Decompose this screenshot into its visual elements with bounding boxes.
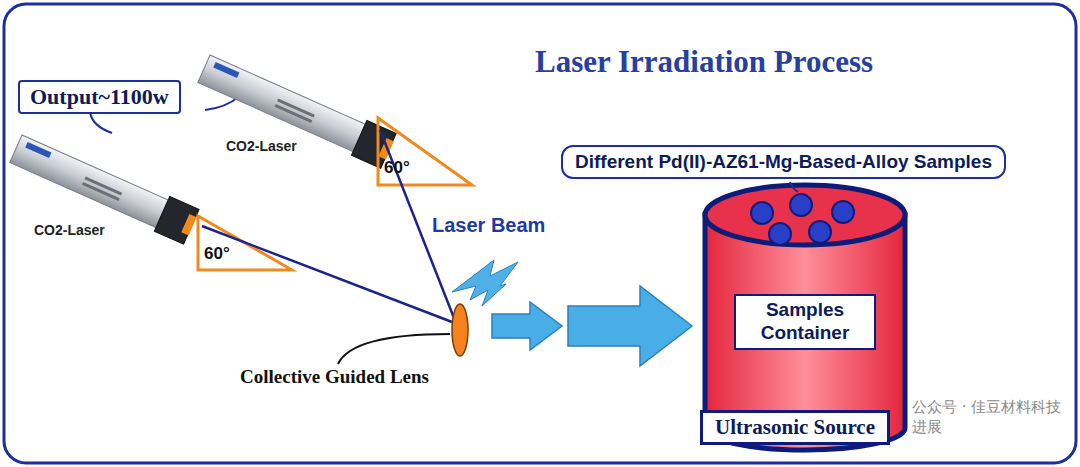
angle-label: 60° bbox=[384, 158, 410, 178]
container-label-box: Samples Container bbox=[734, 294, 876, 350]
samples-box: Different Pd(II)-AZ61-Mg-Based-Alloy Sam… bbox=[561, 145, 1006, 179]
beam-label: Laser Beam bbox=[432, 214, 545, 237]
node-text: Samples Container bbox=[742, 299, 868, 345]
node-text: Different Pd(II)-AZ61-Mg-Based-Alloy Sam… bbox=[575, 151, 992, 173]
angle-label: 60° bbox=[204, 244, 230, 264]
laser-beam bbox=[202, 226, 452, 322]
ultrasonic-source-box: Ultrasonic Source bbox=[700, 410, 890, 445]
node-text: Output~1100w bbox=[30, 84, 169, 110]
lens bbox=[452, 304, 468, 356]
watermark: 公众号 · 佳豆材料科技进展 bbox=[912, 398, 1062, 437]
angle-triangle bbox=[378, 118, 472, 185]
leader-line bbox=[90, 112, 112, 133]
lightning-symbol bbox=[452, 260, 518, 306]
co2-laser bbox=[196, 51, 397, 168]
co2-laser bbox=[8, 131, 200, 244]
node-text: Ultrasonic Source bbox=[715, 415, 875, 440]
leader-line bbox=[790, 182, 798, 192]
leader-line bbox=[338, 334, 450, 364]
diagram-title: Laser Irradiation Process bbox=[535, 44, 873, 80]
laser-label: CO2-Laser bbox=[226, 138, 297, 154]
flow-arrow bbox=[568, 286, 692, 366]
flow-arrow bbox=[492, 302, 562, 350]
laser-label: CO2-Laser bbox=[34, 222, 105, 238]
frame bbox=[4, 4, 1076, 463]
lens-label: Collective Guided Lens bbox=[240, 366, 429, 388]
output-box: Output~1100w bbox=[18, 80, 181, 114]
